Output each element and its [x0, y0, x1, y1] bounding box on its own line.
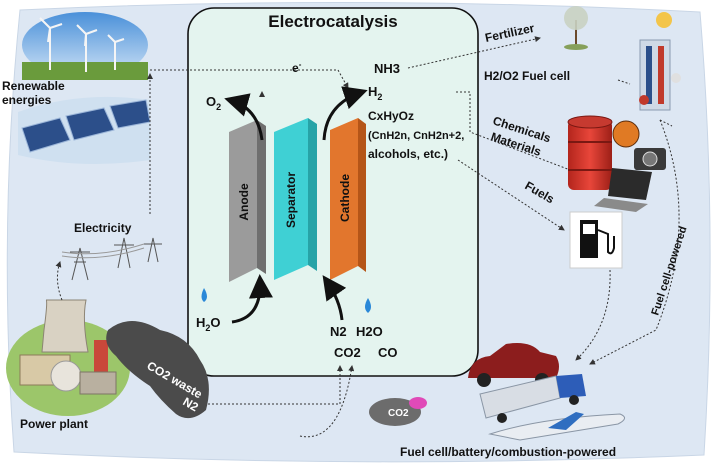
feed-n2-label: N2 — [330, 324, 347, 339]
h2-label: H2 — [368, 84, 382, 102]
electricity-label: Electricity — [74, 221, 132, 235]
chemical-barrel-icon — [567, 115, 613, 190]
renewable-energies-image — [18, 12, 151, 164]
separator-membrane: Separator — [274, 118, 317, 280]
cxhyoz-line1: CxHyOz — [368, 109, 414, 123]
anode-electrode: Anode — [229, 120, 266, 282]
co2-exhaust-image — [369, 397, 427, 426]
cell-arrows — [224, 86, 368, 324]
renewable-label-line1: Renewable — [2, 79, 65, 93]
diagram-title: Electrocatalysis — [268, 12, 397, 31]
feed-co-label: CO — [378, 345, 398, 360]
power-plant-image — [6, 299, 130, 416]
power-plant-label: Power plant — [20, 417, 88, 431]
nh3-label: NH3 — [374, 61, 400, 76]
fuel-cell-label: H2/O2 Fuel cell — [484, 69, 570, 83]
electricity-pylons-image — [61, 237, 162, 281]
cathode-electrode: Cathode — [330, 118, 366, 280]
water-drop-icon — [365, 298, 371, 313]
feed-co2-label: CO2 — [334, 345, 361, 360]
truck-icon — [479, 374, 586, 423]
airplane-icon — [488, 412, 625, 441]
fuel-cell-stack-icon — [639, 12, 681, 111]
right-flow-lines — [407, 36, 680, 365]
camera-icon — [634, 148, 666, 170]
cxhyoz-line3: alcohols, etc.) — [368, 147, 448, 161]
water-drop-icon — [201, 288, 207, 302]
co2-exhaust-label: CO2 — [388, 408, 409, 419]
anode-label: Anode — [237, 183, 251, 221]
n2-smoke-label: N2 — [181, 394, 202, 414]
transport-label: Fuel cell/battery/combustion-powered — [400, 445, 616, 459]
fuel-pump-icon — [569, 211, 623, 269]
left-flow-lines — [55, 69, 355, 438]
o2-label: O2 — [206, 94, 221, 112]
smoke-plume — [106, 321, 209, 419]
renewable-label-line2: energies — [2, 93, 52, 107]
cxhyoz-line2: (CnH2n, CnH2n+2, — [368, 130, 464, 142]
laptop-icon — [594, 168, 652, 212]
tree-icon — [564, 6, 588, 50]
feed-h2o-label: H2O — [356, 324, 383, 339]
separator-label: Separator — [284, 172, 298, 228]
cathode-label: Cathode — [338, 174, 352, 222]
water-left-label: H2O — [196, 315, 221, 333]
basketball-icon — [612, 120, 640, 148]
electron-label: e- — [292, 60, 302, 75]
